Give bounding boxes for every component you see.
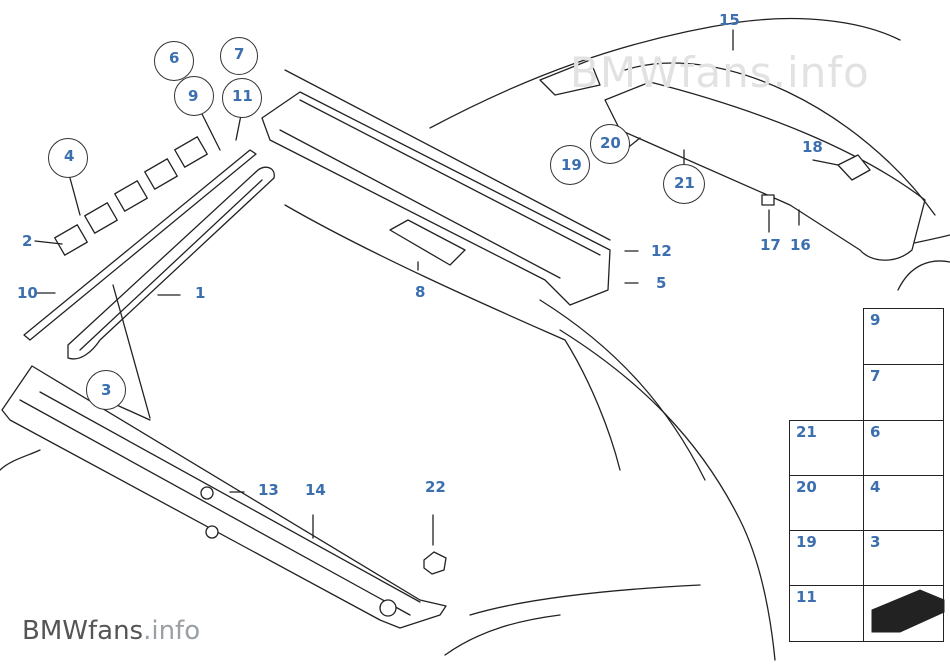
windshield-frame (284, 204, 621, 471)
callout-21: 21 (674, 174, 695, 192)
legend-cell-arrow (863, 585, 944, 642)
small-cap (423, 551, 447, 575)
clip-row (54, 136, 208, 256)
lower-cowl (1, 365, 447, 629)
callout-circle-3 (86, 370, 126, 410)
callout-2: 2 (22, 232, 33, 250)
callout-16: 16 (790, 236, 811, 254)
hood-bottom (444, 614, 561, 656)
watermark-top: BMWfans.info (570, 48, 870, 97)
callout-3: 3 (101, 381, 112, 399)
small-grille (389, 219, 466, 266)
callout-13: 13 (258, 481, 279, 499)
callout-10: 10 (17, 284, 38, 302)
hood-edge-right (559, 329, 776, 661)
small-block (761, 194, 775, 206)
callout-circle-9 (174, 76, 214, 116)
legend-cell-4: 4 (863, 475, 944, 531)
legend-cell-19: 19 (789, 530, 864, 586)
cowl-panel (261, 91, 611, 306)
legend-cell-11: 11 (789, 585, 864, 642)
callout-1: 1 (195, 284, 206, 302)
callout-12: 12 (651, 242, 672, 260)
callout-14: 14 (305, 481, 326, 499)
callout-circle-4 (48, 138, 88, 178)
callout-20: 20 (600, 134, 621, 152)
hood-edge-right-inner (539, 299, 706, 481)
direction-arrow (871, 589, 945, 633)
callout-4: 4 (64, 147, 75, 165)
callout-18: 18 (802, 138, 823, 156)
trim-strip (67, 166, 275, 360)
rear-shelf (604, 81, 926, 261)
callout-circle-20 (590, 124, 630, 164)
callout-11: 11 (232, 87, 253, 105)
roof-outline (429, 17, 901, 129)
callout-7: 7 (234, 45, 245, 63)
callout-22: 22 (425, 478, 446, 496)
callout-circle-21 (663, 164, 705, 204)
callout-19: 19 (561, 156, 582, 174)
legend-cell-20: 20 (789, 475, 864, 531)
callout-circle-7 (220, 37, 258, 75)
callout-15: 15 (719, 11, 740, 29)
seal-strip (23, 149, 257, 341)
callout-9: 9 (188, 87, 199, 105)
body-left-line (0, 449, 41, 471)
small-pad (837, 154, 871, 181)
callout-5: 5 (656, 274, 667, 292)
legend-cell-3: 3 (863, 530, 944, 586)
callout-circle-6 (154, 41, 194, 81)
watermark-bottom: BMWfans.info (22, 616, 201, 646)
legend-cell-9: 9 (863, 308, 944, 365)
callout-8: 8 (415, 283, 426, 301)
fender-right (897, 260, 950, 291)
windshield-lower (469, 584, 701, 616)
legend-cell-21: 21 (789, 420, 864, 476)
callout-17: 17 (760, 236, 781, 254)
callout-6: 6 (169, 49, 180, 67)
callout-circle-11 (222, 78, 262, 118)
callout-circle-19 (550, 145, 590, 185)
grommet (200, 486, 214, 500)
legend-cell-7: 7 (863, 364, 944, 421)
legend-cell-6: 6 (863, 420, 944, 476)
